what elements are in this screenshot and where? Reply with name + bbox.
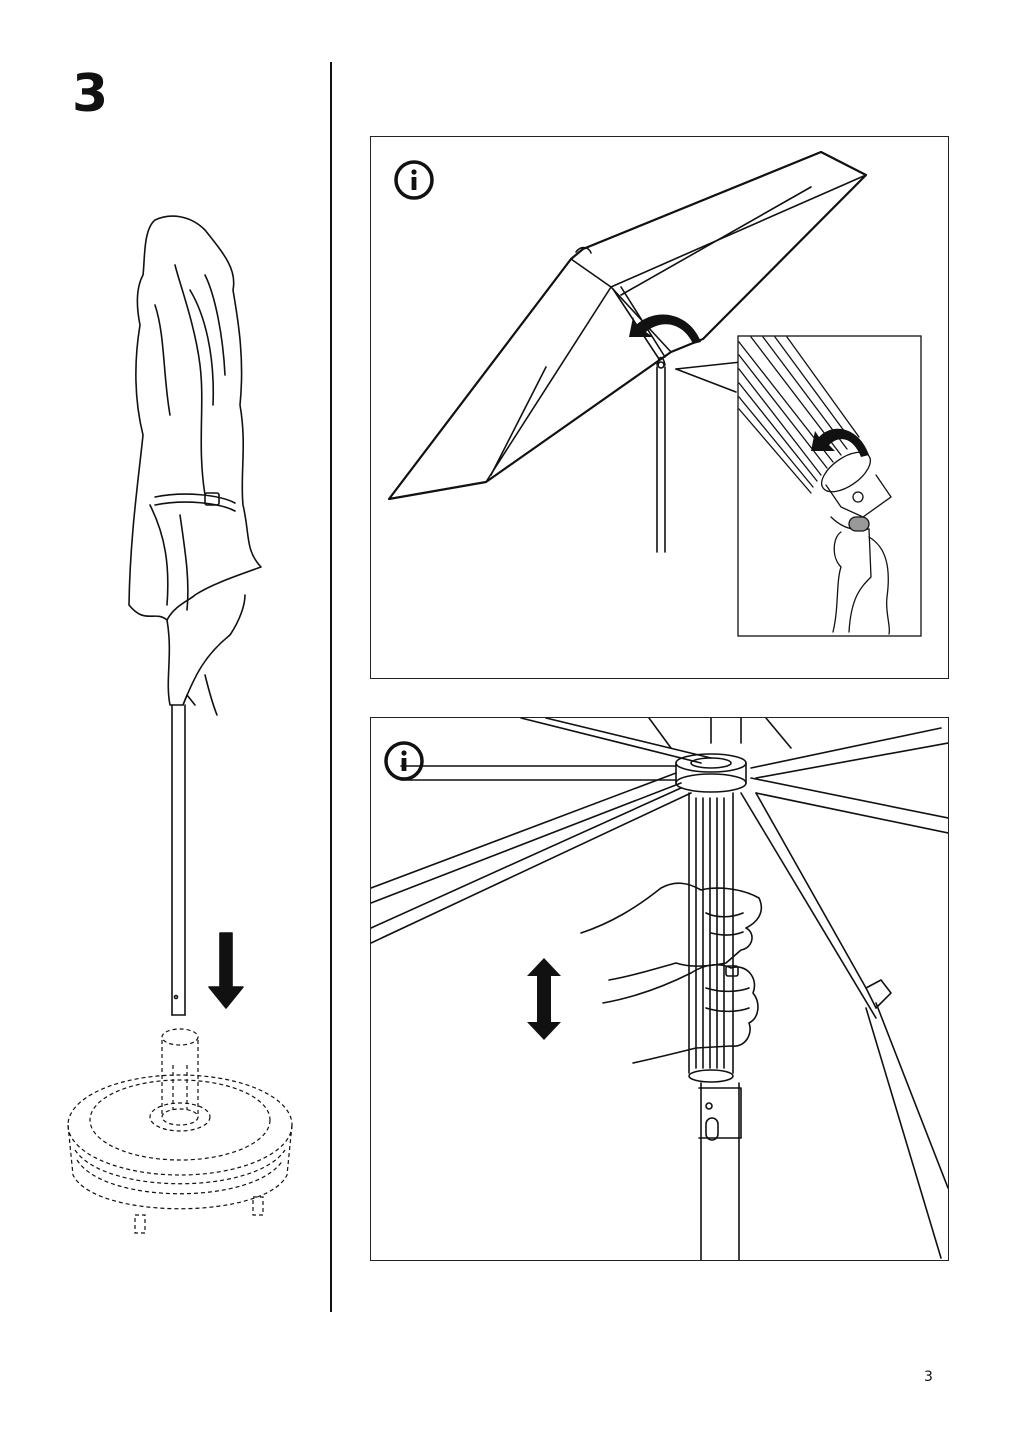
column-divider xyxy=(330,62,332,1312)
tilt-umbrella-illustration xyxy=(387,150,922,637)
info-icon xyxy=(394,160,434,200)
page-number: 3 xyxy=(924,1369,933,1385)
step-number: 3 xyxy=(72,64,109,124)
info-icon xyxy=(384,741,424,781)
raise-canopy-panel xyxy=(370,717,949,1261)
tilt-umbrella-panel xyxy=(370,136,949,679)
umbrella-insert-illustration xyxy=(67,215,293,1234)
raise-canopy-illustration xyxy=(371,718,948,1260)
